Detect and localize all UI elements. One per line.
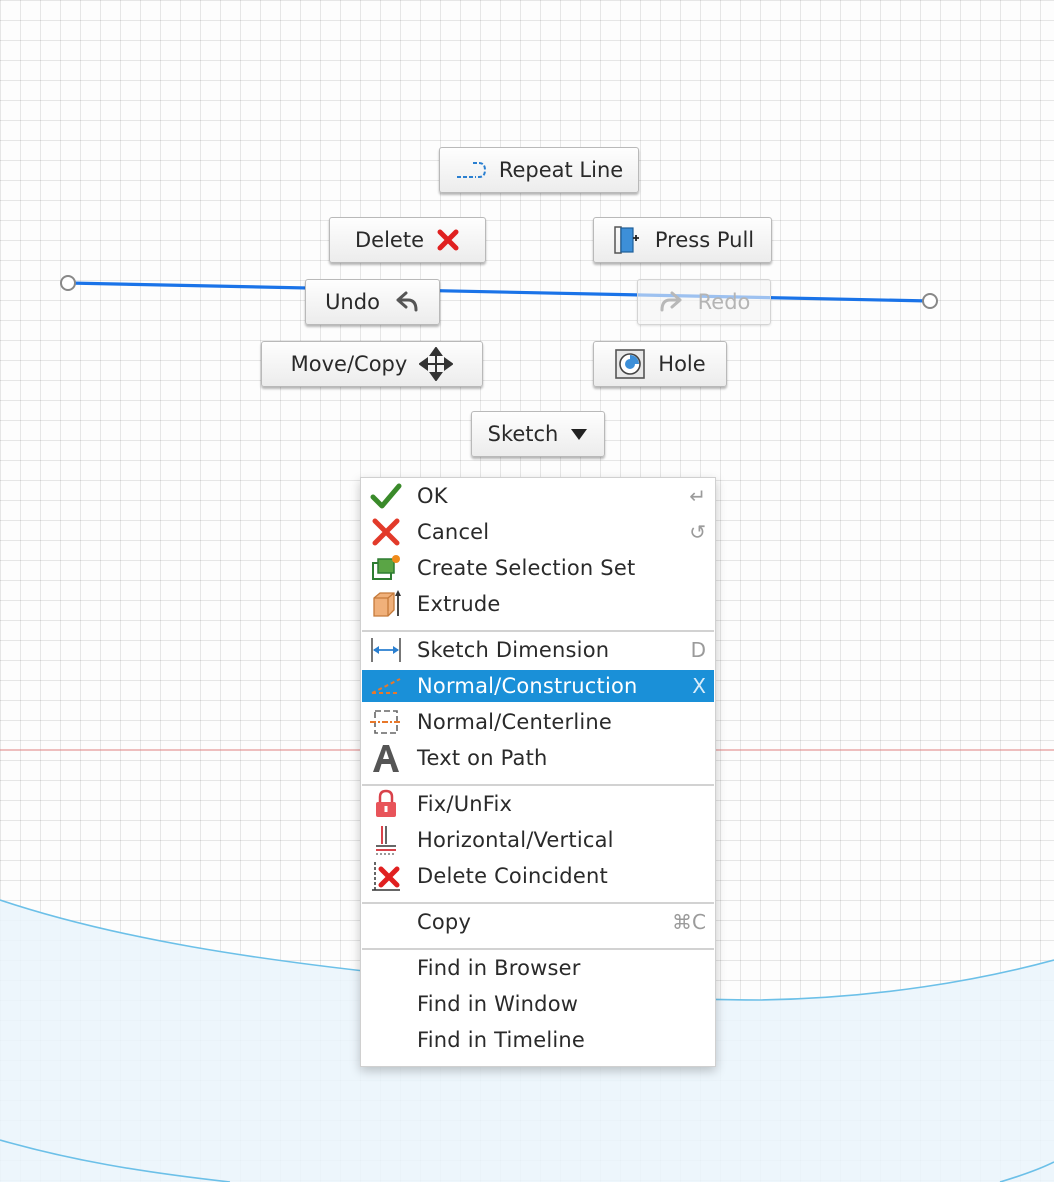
menu-separator (362, 630, 714, 632)
redo-label: Redo (697, 290, 751, 314)
press-pull-button[interactable]: Press Pull (593, 217, 772, 263)
menu-item-label: Text on Path (417, 746, 548, 770)
menu-item-find-in-browser[interactable]: Find in Browser (362, 952, 714, 984)
menu-item-fix-unfix[interactable]: Fix/UnFix (362, 788, 714, 820)
centerline-icon (368, 706, 404, 738)
menu-separator (362, 784, 714, 786)
line-endpoint-start[interactable] (60, 275, 76, 291)
press-pull-icon (611, 224, 643, 256)
undo-label: Undo (325, 290, 380, 314)
menu-item-label: Normal/Construction (417, 674, 638, 698)
move-arrows-icon (419, 347, 454, 381)
line-endpoint-end[interactable] (922, 293, 938, 309)
horizontal-vertical-icon (368, 824, 404, 856)
redo-button[interactable]: Redo (637, 279, 771, 325)
undo-arrow-icon (392, 290, 420, 314)
menu-item-label: Delete Coincident (417, 864, 608, 888)
menu-item-shortcut: ↵ (689, 484, 706, 508)
menu-item-label: Find in Timeline (417, 1028, 586, 1052)
menu-item-cancel[interactable]: Cancel ↺ (362, 516, 714, 548)
menu-item-label: Normal/Centerline (417, 710, 613, 734)
checkmark-icon (368, 480, 404, 512)
lock-icon (368, 788, 404, 820)
repeat-line-icon (455, 159, 487, 181)
delete-label: Delete (355, 228, 424, 252)
repeat-line-button[interactable]: Repeat Line (439, 147, 639, 193)
hole-label: Hole (658, 352, 706, 376)
move-copy-label: Move/Copy (290, 352, 408, 376)
menu-item-create-selection-set[interactable]: Create Selection Set (362, 552, 714, 584)
menu-item-horizontal-vertical[interactable]: Horizontal/Vertical (362, 824, 714, 856)
selected-sketch-line[interactable] (67, 281, 931, 303)
cancel-x-icon (368, 516, 404, 548)
menu-item-label: Sketch Dimension (417, 638, 610, 662)
delete-x-icon (436, 228, 460, 252)
menu-item-ok[interactable]: OK ↵ (362, 480, 714, 512)
sketch-label: Sketch (487, 422, 559, 446)
menu-separator (362, 902, 714, 904)
menu-item-shortcut: ⌘C (672, 910, 706, 934)
caret-down-icon (570, 427, 588, 441)
menu-item-delete-coincident[interactable]: Delete Coincident (362, 860, 714, 892)
menu-item-label: Horizontal/Vertical (417, 828, 614, 852)
press-pull-label: Press Pull (654, 228, 755, 252)
delete-coincident-icon (368, 860, 404, 892)
construction-line-icon (368, 670, 404, 702)
menu-separator (362, 948, 714, 950)
delete-button[interactable]: Delete (329, 217, 486, 263)
menu-item-label: Cancel (417, 520, 490, 544)
sketch-lower-curve-right[interactable] (999, 1161, 1054, 1182)
menu-item-label: Find in Browser (417, 956, 581, 980)
hole-button[interactable]: Hole (593, 341, 727, 387)
extrude-icon (368, 588, 404, 620)
menu-item-normal-centerline[interactable]: Normal/Centerline (362, 706, 714, 738)
sketch-lower-curve[interactable] (0, 1139, 231, 1182)
redo-arrow-icon (658, 290, 686, 314)
menu-item-shortcut: D (690, 638, 706, 662)
menu-item-sketch-dimension[interactable]: Sketch Dimension D (362, 634, 714, 666)
menu-item-normal-construction[interactable]: Normal/Construction X (362, 670, 714, 702)
hole-icon (614, 348, 646, 380)
menu-item-find-in-timeline[interactable]: Find in Timeline (362, 1024, 714, 1056)
menu-item-label: Create Selection Set (417, 556, 636, 580)
menu-item-label: Fix/UnFix (417, 792, 513, 816)
menu-item-copy[interactable]: Copy ⌘C (362, 906, 714, 938)
sketch-dimension-icon (368, 634, 404, 666)
menu-item-text-on-path[interactable]: Text on Path (362, 742, 714, 774)
text-a-icon (368, 742, 404, 774)
sketch-dropdown-button[interactable]: Sketch (471, 411, 605, 457)
menu-item-shortcut: ↺ (689, 520, 706, 544)
context-menu: OK ↵ Cancel ↺ Create Selection Set Extru… (360, 477, 716, 1067)
undo-button[interactable]: Undo (305, 279, 440, 325)
menu-item-label: Find in Window (417, 992, 579, 1016)
menu-item-shortcut: X (692, 674, 706, 698)
repeat-line-label: Repeat Line (498, 158, 624, 182)
menu-item-extrude[interactable]: Extrude (362, 588, 714, 620)
menu-item-label: Extrude (417, 592, 501, 616)
menu-item-label: OK (417, 484, 448, 508)
menu-item-find-in-window[interactable]: Find in Window (362, 988, 714, 1020)
move-copy-button[interactable]: Move/Copy (261, 341, 483, 387)
menu-item-label: Copy (417, 910, 472, 934)
selection-set-icon (368, 552, 404, 584)
